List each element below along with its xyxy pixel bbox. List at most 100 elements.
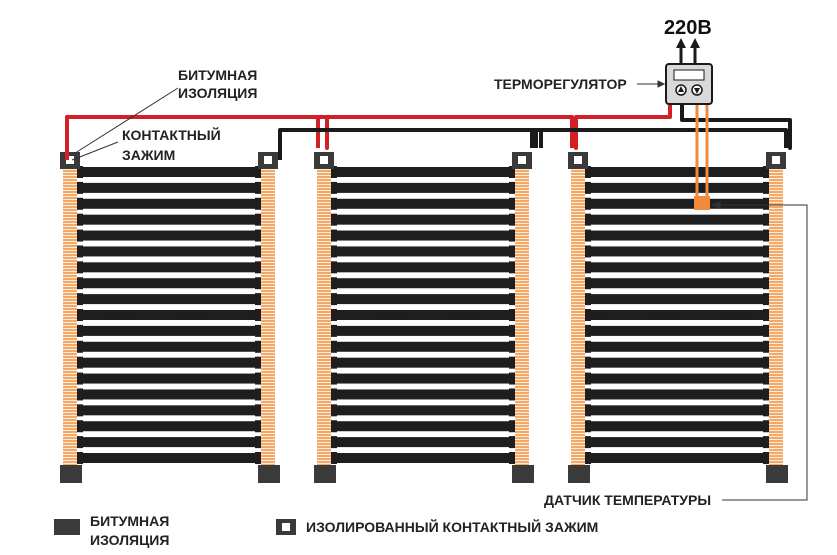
strip-end [77,245,83,258]
heating-strip [331,230,515,241]
strip-end [585,388,591,401]
strip-end [763,245,769,258]
heating-strip [331,214,515,225]
strip-end [585,245,591,258]
strip-end [255,197,261,210]
clamp-window [518,156,526,164]
strip-end [77,229,83,242]
strip-end [77,277,83,290]
strip-end [255,436,261,449]
heating-strip [77,294,261,305]
strip-end [585,404,591,417]
strip-end [585,261,591,274]
heating-strip [585,453,769,463]
copper-busbar [261,162,275,470]
strip-end [509,293,515,306]
clamp-label-line1: КОНТАКТНЫЙ [122,126,221,143]
heating-strip [77,325,261,336]
strip-end [763,181,769,194]
strip-end [77,324,83,337]
heating-strip [331,278,515,289]
heating-strip [585,246,769,257]
strip-end [585,324,591,337]
strip-end [77,436,83,449]
strip-end [509,261,515,274]
strip-end [585,213,591,226]
strip-end [585,309,591,321]
strip-end [77,340,83,353]
strip-end [77,166,83,178]
strip-end [255,420,261,433]
strip-end [763,277,769,290]
strip-end [585,340,591,353]
strip-end [763,356,769,369]
strip-end [585,436,591,449]
bitumen-insulation [568,465,590,483]
strip-end [763,261,769,274]
strip-end [255,356,261,369]
heating-strip [585,214,769,225]
strip-end [509,277,515,290]
strip-end [255,404,261,417]
sensor-label: ДАТЧИК ТЕМПЕРАТУРЫ [544,492,711,508]
strip-end [331,388,337,401]
heating-strip [331,167,515,177]
strip-end [509,436,515,449]
strip-end [585,197,591,210]
bitumen-label-line1: БИТУМНАЯ [178,67,257,83]
heating-strip [77,357,261,368]
thermostat-label: ТЕРМОРЕГУЛЯТОР [494,76,627,92]
strip-end [331,261,337,274]
heating-strip [331,341,515,352]
strip-end [763,213,769,226]
strip-end [509,404,515,417]
bitumen-label-line2: ИЗОЛЯЦИЯ [178,85,257,101]
heating-strip [585,230,769,241]
copper-busbar [515,162,529,470]
heating-strip [331,310,515,320]
heating-strip [585,405,769,416]
clamp-label-line2: ЗАЖИМ [122,147,175,163]
strip-end [255,261,261,274]
strip-end [331,229,337,242]
strip-end [331,452,337,464]
strip-end [585,166,591,178]
heating-strip [77,437,261,448]
strip-end [77,388,83,401]
strip-end [585,356,591,369]
heating-strip [331,294,515,305]
strip-end [255,181,261,194]
strip-end [331,166,337,178]
strip-end [255,324,261,337]
strip-end [255,340,261,353]
strip-end [763,229,769,242]
strip-end [585,452,591,464]
phase-wire [65,105,672,160]
heating-strip [585,341,769,352]
copper-busbar [769,162,783,470]
strip-end [763,340,769,353]
strip-end [763,372,769,385]
strip-end [77,404,83,417]
strip-end [585,372,591,385]
strip-end [331,356,337,369]
strip-end [763,388,769,401]
heating-strip [585,278,769,289]
strip-end [331,197,337,210]
heating-strip [331,421,515,432]
strip-end [255,309,261,321]
heating-strip [331,357,515,368]
copper-busbar [571,162,585,470]
heating-strip [331,437,515,448]
heating-strip [585,421,769,432]
strip-end [509,181,515,194]
heating-strip [77,453,261,463]
strip-end [331,277,337,290]
arrow-up-icon [676,38,686,48]
strip-end [331,404,337,417]
strip-end [77,181,83,194]
thermostat-display [673,69,705,81]
strip-end [331,340,337,353]
heating-strip [77,198,261,209]
